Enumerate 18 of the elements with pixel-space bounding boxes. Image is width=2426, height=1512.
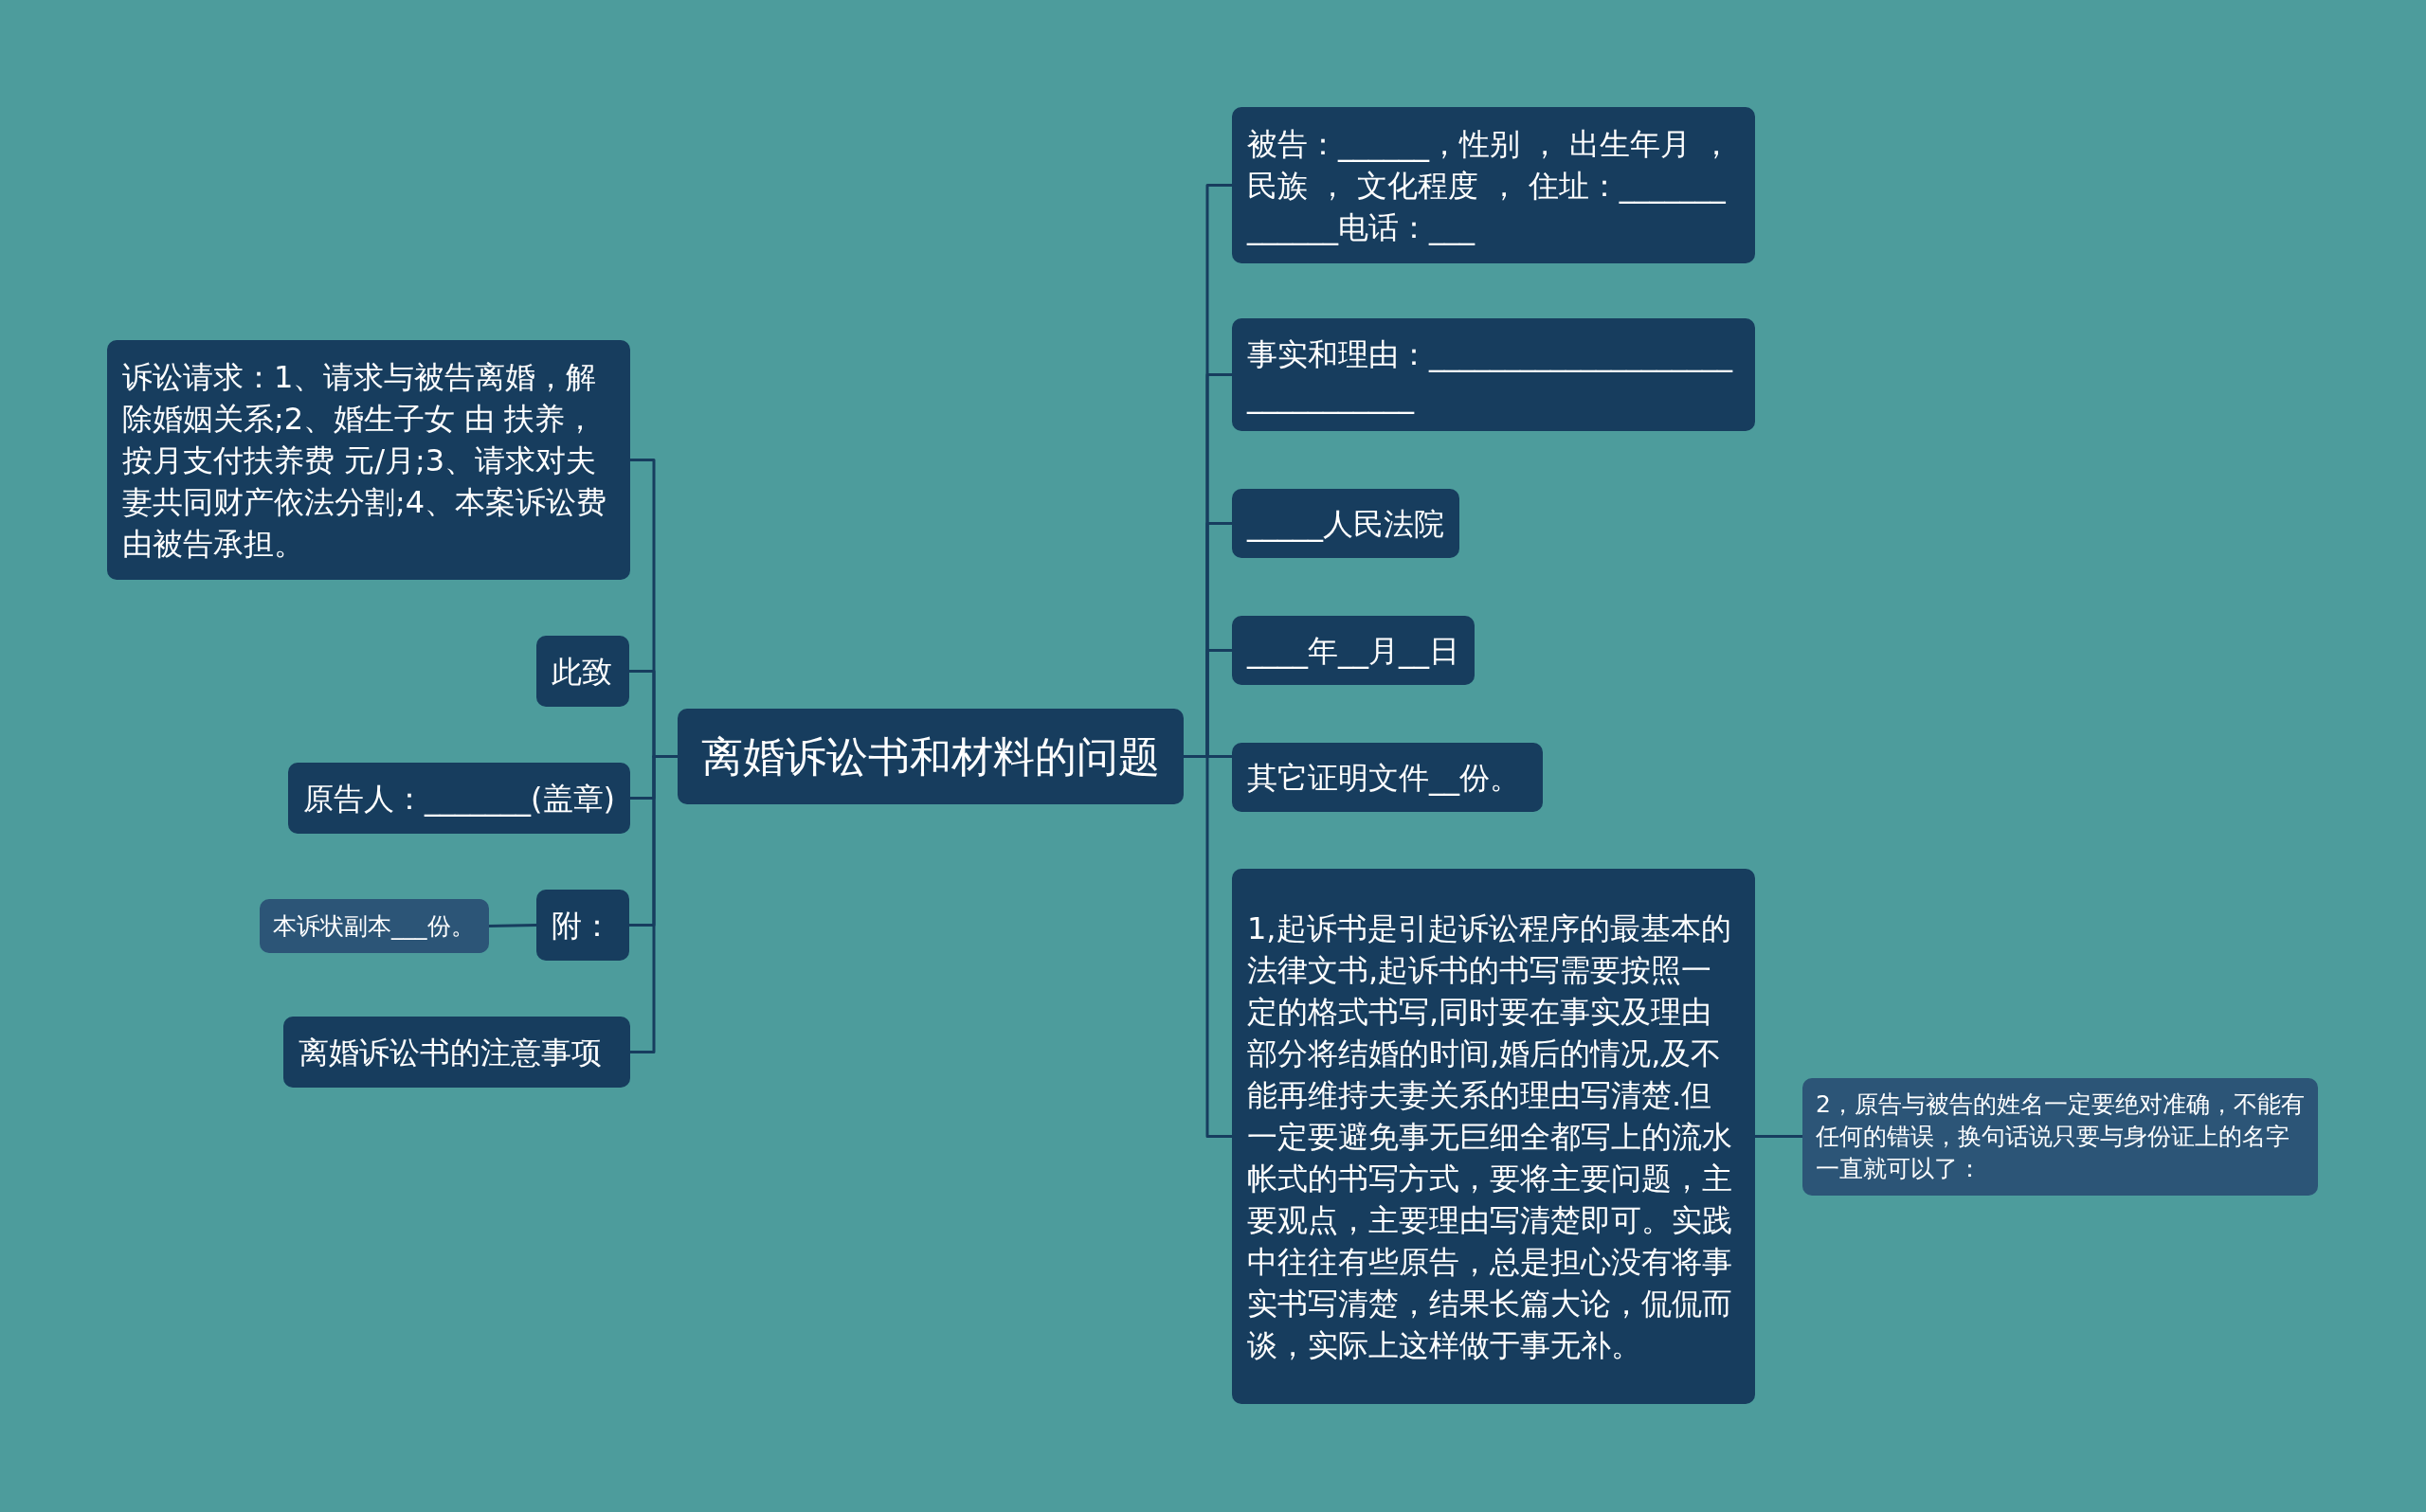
topic-box: 此致 bbox=[536, 636, 629, 707]
topic-box: 原告人：_______(盖章) bbox=[288, 763, 630, 834]
topic-box: 本诉状副本___份。 bbox=[260, 899, 489, 953]
topic-box: ____年__月__日 bbox=[1232, 616, 1475, 685]
connector bbox=[488, 924, 537, 927]
topic-box: _____人民法院 bbox=[1232, 489, 1459, 558]
topic-box: 被告：______，性别 ， 出生年月 ，民族 ， 文化程度 ， 住址：_____________电话：___ bbox=[1232, 107, 1755, 263]
topic-box: 1,起诉书是引起诉讼程序的最基本的法律文书,起诉书的书写需要按照一定的格式书写,同时要在事实及理由部分将结婚的时间,婚后的情况,及不能再维持夫妻关系的理由写清楚.但一定要避免事无巨细全都写上的流水帐式的书写方式，要将主要问题，主要观点，主要理由写清楚即可。实践中往往有些原告，总是担心没有将事实书写清楚，结果长篇大论，侃侃而谈，实际上这样做于事无补。 bbox=[1232, 869, 1755, 1404]
connector bbox=[630, 755, 678, 1053]
topic-box: 事实和理由：_______________________________ bbox=[1232, 318, 1755, 431]
topic-box: 附： bbox=[536, 890, 629, 961]
topic-box: 2，原告与被告的姓名一定要绝对准确，不能有任何的错误，换句话说只要与身份证上的名字一直就可以了： bbox=[1802, 1078, 2318, 1196]
topic-box: 离婚诉讼书的注意事项 bbox=[283, 1017, 630, 1088]
connector bbox=[1184, 755, 1232, 1138]
topic-box: 诉讼请求：1、请求与被告离婚，解除婚姻关系;2、婚生子女 由 扶养，按月支付扶养费 元/月;3、请求对夫妻共同财产依法分割;4、本案诉讼费由被告承担。 bbox=[107, 340, 630, 580]
central-topic-box: 离婚诉讼书和材料的问题 bbox=[678, 709, 1184, 804]
connector bbox=[1755, 1135, 1802, 1138]
topic-box: 其它证明文件__份。 bbox=[1232, 743, 1543, 812]
